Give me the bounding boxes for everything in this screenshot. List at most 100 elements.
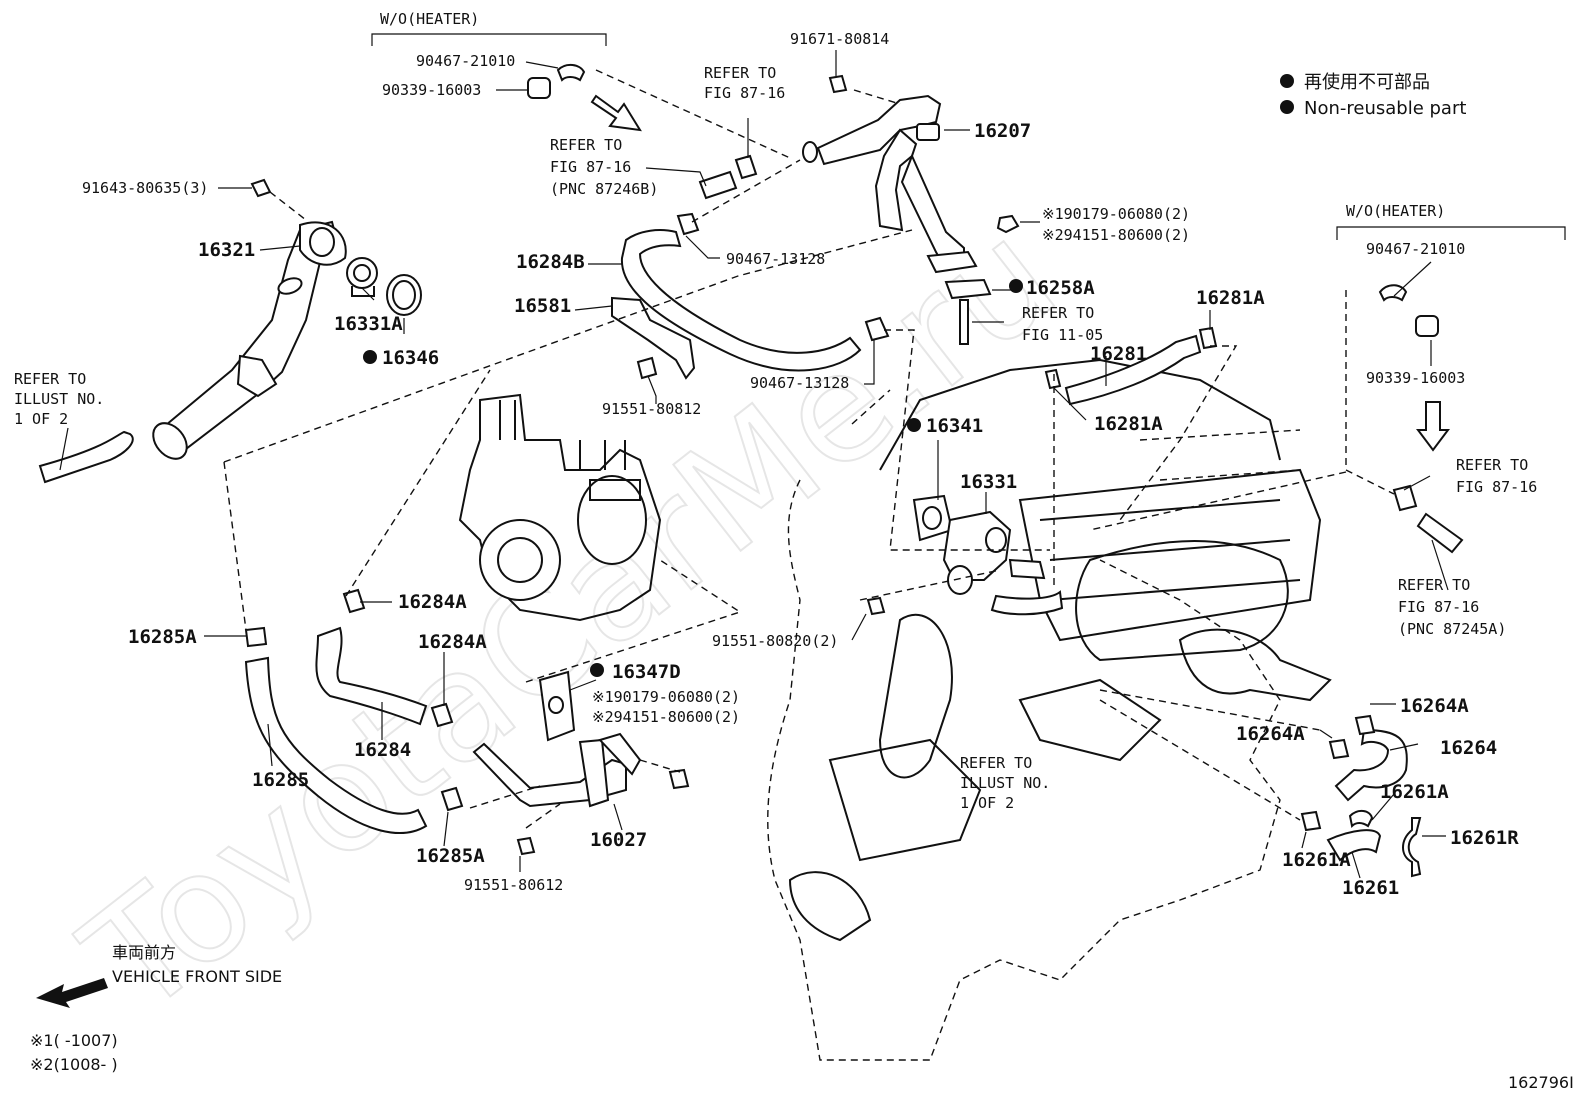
label-16258A: 16258A xyxy=(1026,277,1095,299)
svg-text:FIG 87-16: FIG 87-16 xyxy=(1398,598,1479,616)
hose-16285 xyxy=(244,656,428,834)
label-90339-16003: 90339-16003 xyxy=(382,81,481,99)
label-16284B: 16284B xyxy=(516,251,585,273)
label-16284A-b: 16284A xyxy=(418,631,487,653)
svg-text:ILLUST NO.: ILLUST NO. xyxy=(960,774,1050,792)
reference-notes: REFER TO FIG 87-16 REFER TO FIG 87-16 (P… xyxy=(14,64,1537,812)
note-2: ※2(1008- ) xyxy=(30,1055,118,1074)
label-16281: 16281 xyxy=(1090,343,1147,365)
legend-en: Non-reusable part xyxy=(1304,98,1466,119)
svg-text:W/O(HEATER): W/O(HEATER) xyxy=(1346,202,1445,220)
clamp-16281A xyxy=(1198,326,1218,350)
turbocharger xyxy=(458,393,662,622)
clamp-16264A-b xyxy=(1328,738,1350,760)
svg-text:REFER TO: REFER TO xyxy=(704,64,776,82)
label-90467-13128-b: 90467-13128 xyxy=(750,374,849,392)
clamp-16284A-b xyxy=(430,702,454,728)
svg-text:ILLUST NO.: ILLUST NO. xyxy=(14,390,104,408)
water-bypass-pipe-16207 xyxy=(802,94,978,274)
note-1: ※1( -1007) xyxy=(30,1031,118,1050)
clip-16261R xyxy=(1402,817,1422,878)
label-16285: 16285 xyxy=(252,769,309,791)
svg-text:REFER TO: REFER TO xyxy=(960,754,1032,772)
clamp-16261A-b xyxy=(1300,810,1322,832)
label-16264: 16264 xyxy=(1440,737,1497,759)
water-outlet-16331 xyxy=(942,510,1046,595)
clamp-90467-13128-b xyxy=(864,316,890,342)
label-294151: ※294151-80600(2) xyxy=(1042,226,1190,244)
svg-text:REFER TO: REFER TO xyxy=(1022,304,1094,322)
bolt-91643 xyxy=(250,178,272,198)
hose-16261 xyxy=(1326,829,1382,862)
wo-heater-left: W/O(HEATER) xyxy=(371,10,607,46)
non-reusable-dot-icon xyxy=(1280,100,1294,114)
arrow-icon xyxy=(590,94,642,132)
assembly-lines xyxy=(223,69,1395,829)
svg-text:1 OF 2: 1 OF 2 xyxy=(960,794,1014,812)
non-reusable-dot-icon xyxy=(363,350,377,364)
vehicle-front-indicator: 車両前方 VEHICLE FRONT SIDE xyxy=(36,943,282,1008)
front-arrow-icon xyxy=(36,978,108,1008)
radiator-hose-left xyxy=(38,430,134,484)
hose-16264 xyxy=(1334,728,1408,802)
label-16261A-a: 16261A xyxy=(1380,781,1449,803)
figure-id: 162796I xyxy=(1508,1073,1574,1092)
gasket-16258A xyxy=(944,278,992,300)
svg-text:FIG 87-16: FIG 87-16 xyxy=(550,158,631,176)
svg-text:1 OF 2: 1 OF 2 xyxy=(14,410,68,428)
clamp-90467-13128 xyxy=(676,212,700,236)
clamp-16261A-a xyxy=(1348,810,1374,829)
bracket-16581 xyxy=(611,296,696,380)
hose-engine-16331 xyxy=(990,590,1064,616)
label-294151-b: ※294151-80600(2) xyxy=(592,708,740,726)
clamp-16284A-a xyxy=(342,588,366,614)
wo-heater-right: W/O(HEATER) xyxy=(1336,202,1566,240)
hose-refer-87-16 xyxy=(698,170,738,200)
svg-text:(PNC 87246B): (PNC 87246B) xyxy=(550,180,658,198)
label-16264A-b: 16264A xyxy=(1236,723,1305,745)
label-16285A-a: 16285A xyxy=(128,626,197,648)
clamp-90467-21010-b xyxy=(1378,284,1408,302)
svg-text:REFER TO: REFER TO xyxy=(550,136,622,154)
bolt-91551-80812 xyxy=(636,356,658,380)
label-16261: 16261 xyxy=(1342,877,1399,899)
label-91671-80814: 91671-80814 xyxy=(790,30,889,48)
label-16284A-a: 16284A xyxy=(398,591,467,613)
svg-text:FIG 11-05: FIG 11-05 xyxy=(1022,326,1103,344)
stud-bolt xyxy=(959,299,969,345)
label-16285A-b: 16285A xyxy=(416,845,485,867)
non-reusable-dot-icon xyxy=(590,663,604,677)
bolt-91671 xyxy=(828,74,848,94)
label-190179: ※190179-06080(2) xyxy=(1042,205,1190,223)
plug-90339-16003-b xyxy=(1415,315,1439,337)
label-16207: 16207 xyxy=(974,120,1031,142)
label-16321: 16321 xyxy=(198,239,255,261)
front-en: VEHICLE FRONT SIDE xyxy=(112,967,282,986)
leader-lines xyxy=(59,50,1449,879)
label-16264A-a: 16264A xyxy=(1400,695,1469,717)
label-16331: 16331 xyxy=(960,471,1017,493)
clamp-16264A-a xyxy=(1354,714,1376,736)
svg-text:REFER TO: REFER TO xyxy=(1456,456,1528,474)
label-90467-21010-b: 90467-21010 xyxy=(1366,240,1465,258)
nut-190179-b xyxy=(668,768,690,790)
label-90339-16003-b: 90339-16003 xyxy=(1366,369,1465,387)
label-16331A: 16331A xyxy=(334,313,403,335)
label-90467-13128-a: 90467-13128 xyxy=(726,250,825,268)
label-16261R: 16261R xyxy=(1450,827,1519,849)
label-91551-80612: 91551-80612 xyxy=(464,876,563,894)
svg-text:(PNC 87245A): (PNC 87245A) xyxy=(1398,620,1506,638)
label-91643-80635: 91643-80635(3) xyxy=(82,179,208,197)
label-91551-80820: 91551-80820(2) xyxy=(712,632,838,650)
clamp-refer-87-16 xyxy=(734,154,758,180)
svg-text:FIG 87-16: FIG 87-16 xyxy=(1456,478,1537,496)
bolt-91551-80820 xyxy=(866,596,886,616)
svg-text:REFER TO: REFER TO xyxy=(14,370,86,388)
hose-right-87-16 xyxy=(1416,512,1464,554)
front-jp: 車両前方 xyxy=(112,943,176,962)
label-16261A-b: 16261A xyxy=(1282,849,1351,871)
label-16581: 16581 xyxy=(514,295,571,317)
label-16027: 16027 xyxy=(590,829,647,851)
svg-text:REFER TO: REFER TO xyxy=(1398,576,1470,594)
